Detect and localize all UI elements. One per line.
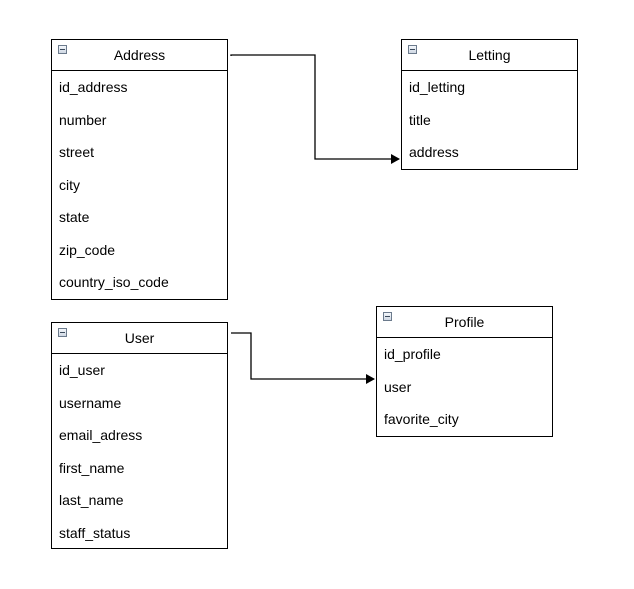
field-email-adress[interactable]: email_adress bbox=[59, 427, 143, 443]
connector-user-to-profile bbox=[231, 332, 375, 384]
field-state[interactable]: state bbox=[59, 209, 90, 225]
entity-title: User bbox=[124, 330, 155, 346]
field-title[interactable]: title bbox=[409, 111, 431, 128]
field-staff-status[interactable]: staff_status bbox=[59, 524, 131, 541]
entity-letting-header[interactable]: Letting bbox=[402, 40, 577, 71]
collapse-icon[interactable] bbox=[58, 45, 67, 54]
collapse-icon[interactable] bbox=[58, 328, 67, 337]
field-first-name[interactable]: first_name bbox=[59, 459, 125, 476]
field-address[interactable]: address bbox=[409, 144, 459, 160]
entity-user-header[interactable]: User bbox=[52, 323, 227, 354]
collapse-icon[interactable] bbox=[408, 45, 417, 54]
entity-title: Profile bbox=[444, 314, 485, 330]
entity-title: Letting bbox=[468, 47, 511, 63]
field-street[interactable]: street bbox=[59, 144, 95, 160]
entity-user[interactable]: User id_user username email_adress first… bbox=[51, 322, 228, 549]
field-number[interactable]: number bbox=[59, 111, 107, 128]
entity-address-header[interactable]: Address bbox=[52, 40, 227, 71]
field-favorite-city[interactable]: favorite_city bbox=[384, 411, 459, 427]
entity-title: Address bbox=[113, 47, 166, 63]
entity-letting[interactable]: Letting id_letting title address bbox=[401, 39, 578, 170]
field-id-letting[interactable]: id_letting bbox=[409, 79, 466, 95]
field-last-name[interactable]: last_name bbox=[59, 492, 124, 508]
field-id-user[interactable]: id_user bbox=[59, 362, 105, 378]
entity-address[interactable]: Address id_address number street city st… bbox=[51, 39, 228, 300]
field-id-address[interactable]: id_address bbox=[59, 79, 128, 95]
field-user[interactable]: user bbox=[384, 378, 412, 395]
entity-profile[interactable]: Profile id_profile user favorite_city bbox=[376, 306, 553, 437]
connector-address-to-letting bbox=[230, 54, 400, 164]
field-id-profile[interactable]: id_profile bbox=[384, 346, 441, 362]
entity-profile-header[interactable]: Profile bbox=[377, 307, 552, 338]
field-username[interactable]: username bbox=[59, 394, 122, 411]
field-country-iso-code[interactable]: country_iso_code bbox=[59, 274, 169, 290]
field-city[interactable]: city bbox=[59, 176, 80, 193]
field-zip-code[interactable]: zip_code bbox=[59, 241, 116, 258]
collapse-icon[interactable] bbox=[383, 312, 392, 321]
